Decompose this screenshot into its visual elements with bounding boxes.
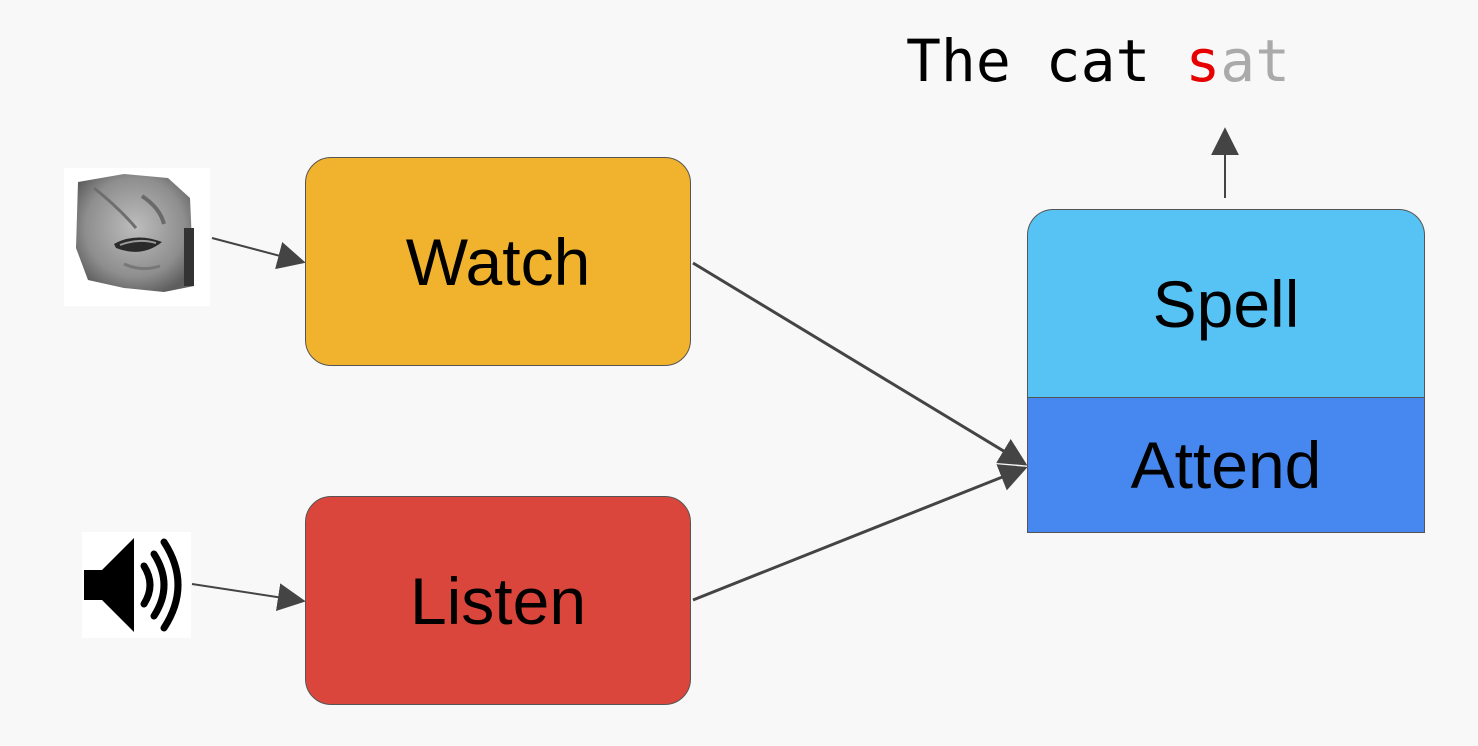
output-transcript: The cat sat: [906, 24, 1290, 98]
listen-box: Listen: [305, 496, 691, 705]
listen-label: Listen: [409, 563, 587, 638]
spell-label: Spell: [1152, 266, 1300, 341]
attend-label: Attend: [1130, 428, 1322, 502]
listen-to-attend-arrow: [692, 464, 1028, 602]
output-pending-chars: at: [1220, 27, 1291, 95]
attend-box: Attend: [1027, 397, 1425, 533]
face-image: [64, 168, 210, 306]
face-to-watch-arrow: [211, 237, 306, 270]
watch-to-attend-arrow: [692, 261, 1028, 466]
watch-box: Watch: [305, 157, 691, 366]
spell-box: Spell: [1027, 209, 1425, 397]
speaker-icon: [82, 532, 191, 638]
output-prefix: The cat: [906, 27, 1186, 95]
watch-label: Watch: [405, 224, 591, 299]
speaker-to-listen-arrow: [191, 583, 306, 612]
output-current-char: s: [1185, 27, 1221, 95]
